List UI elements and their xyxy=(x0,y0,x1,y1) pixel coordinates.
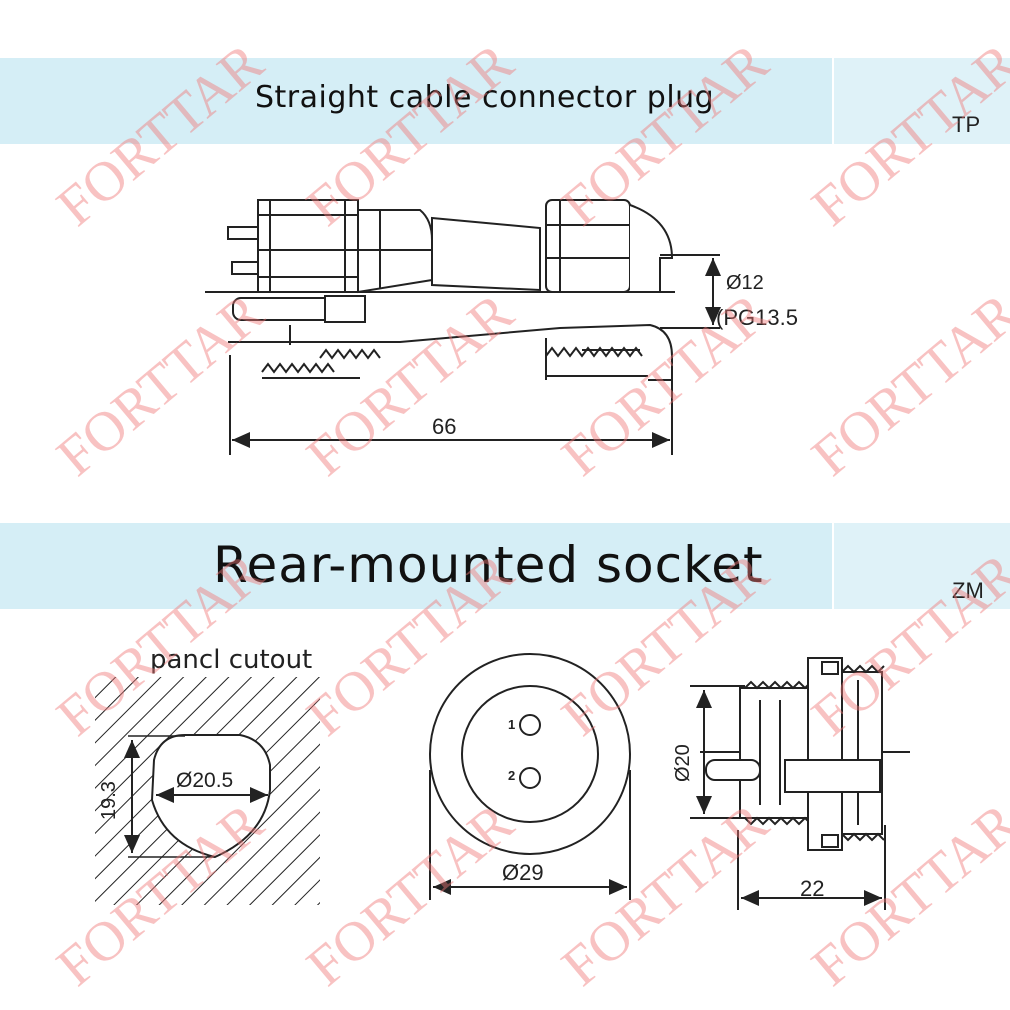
plug-drawing xyxy=(205,199,721,455)
panel-cutout-drawing xyxy=(95,677,320,905)
plug-length-label: 66 xyxy=(432,414,457,439)
pin-2-label: 2 xyxy=(508,768,516,783)
panel-cutout-label: pancl cutout xyxy=(150,645,313,675)
header-band-plug xyxy=(0,58,1010,144)
plug-title: Straight cable connector plug xyxy=(255,80,715,115)
socket-face-diameter-label: Ø29 xyxy=(502,860,544,885)
socket-body-diameter-label: Ø20 xyxy=(672,744,694,782)
socket-body-length-label: 22 xyxy=(800,876,825,901)
socket-tag: ZM xyxy=(952,578,984,603)
cutout-width-label: Ø20.5 xyxy=(176,769,234,792)
socket-title: Rear-mounted socket xyxy=(213,536,764,594)
header-tag-cell xyxy=(832,523,1010,609)
pin-1-label: 1 xyxy=(508,717,516,732)
cutout-flat-label: 19.3 xyxy=(98,781,120,820)
header-band-socket xyxy=(0,523,1010,609)
socket-front-drawing xyxy=(429,653,631,900)
header-tag-cell xyxy=(832,58,1010,144)
socket-side-drawing xyxy=(690,657,910,910)
plug-tag: TP xyxy=(952,112,981,137)
plug-thread-label: (PG13.5 xyxy=(716,305,798,330)
plug-diameter-label: Ø12 xyxy=(726,272,764,294)
